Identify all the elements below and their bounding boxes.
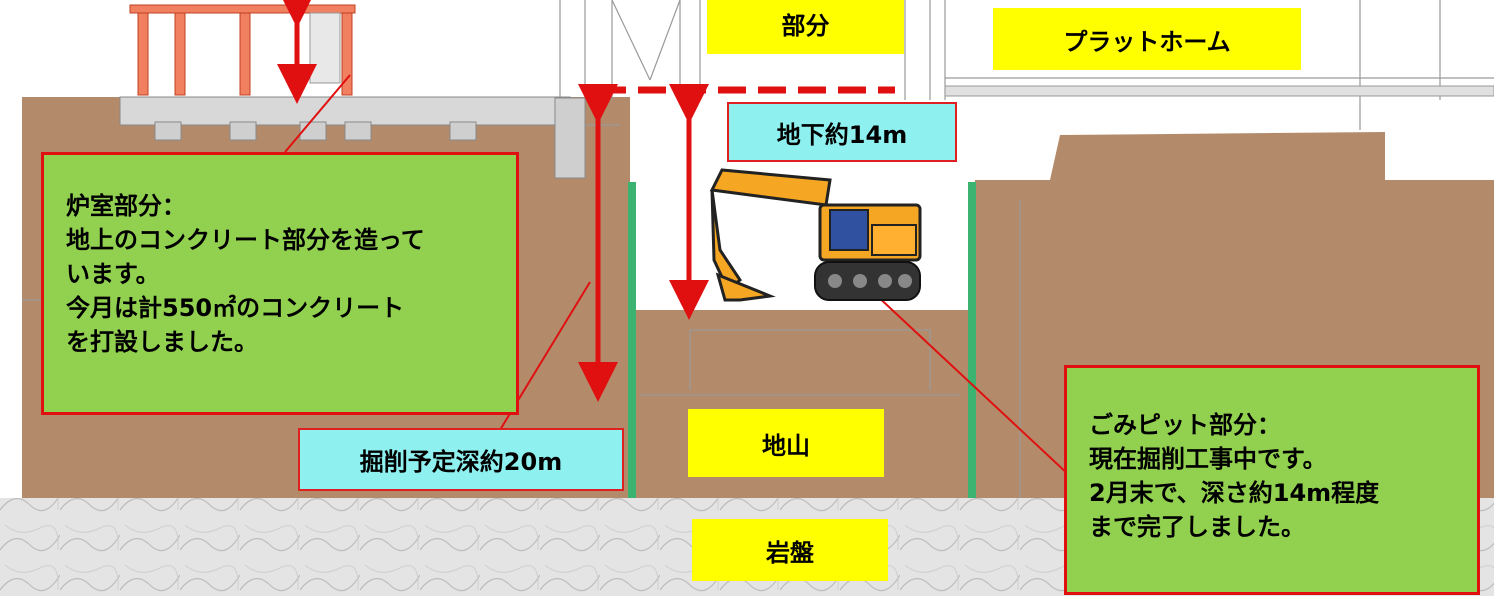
furnace-callout-line: を打設しました。 [66,328,258,356]
label-planned-excavation: 掘削予定深約20m [298,428,624,491]
orange-frame [129,4,356,96]
furnace-callout-line: 今月は計550㎡のコンクリート [66,294,405,322]
furnace-callout-line: います。 [66,260,160,288]
retaining-wall-left [628,182,636,498]
furnace-callout-line: 炉室部分： [66,192,186,220]
furnace-room-callout: 炉室部分： 地上のコンクリート部分を造って います。 今月は計550㎡のコンクリ… [41,152,519,415]
label-platform: プラットホーム [993,8,1301,70]
label-ground: 地山 [688,409,884,477]
pit-callout-line: 2月末で、深さ約14m程度 [1089,479,1380,507]
label-top-section: 部分 [707,0,904,54]
label-bedrock: 岩盤 [692,519,888,581]
frame-panel [309,12,341,84]
garbage-pit-callout: ごみピット部分： 現在掘削工事中です。 2月末で、深さ約14m程度 まで完了しま… [1064,365,1480,595]
pit-callout-line: ごみピット部分： [1089,411,1281,439]
retaining-wall-right [968,182,976,498]
label-underground-depth: 地下約14m [727,102,957,162]
pit-wall-left-concrete [554,97,586,179]
pit-callout-line: 現在掘削工事中です。 [1089,445,1327,473]
foundation-slab [119,96,571,126]
excavator-icon [709,168,922,302]
platform-slab [944,85,1494,97]
pit-callout-line: まで完了しました。 [1089,513,1305,541]
red-arrows [277,0,709,402]
structure-lines [22,0,1494,498]
furnace-callout-line: 地上のコンクリート部分を造って [66,226,425,254]
